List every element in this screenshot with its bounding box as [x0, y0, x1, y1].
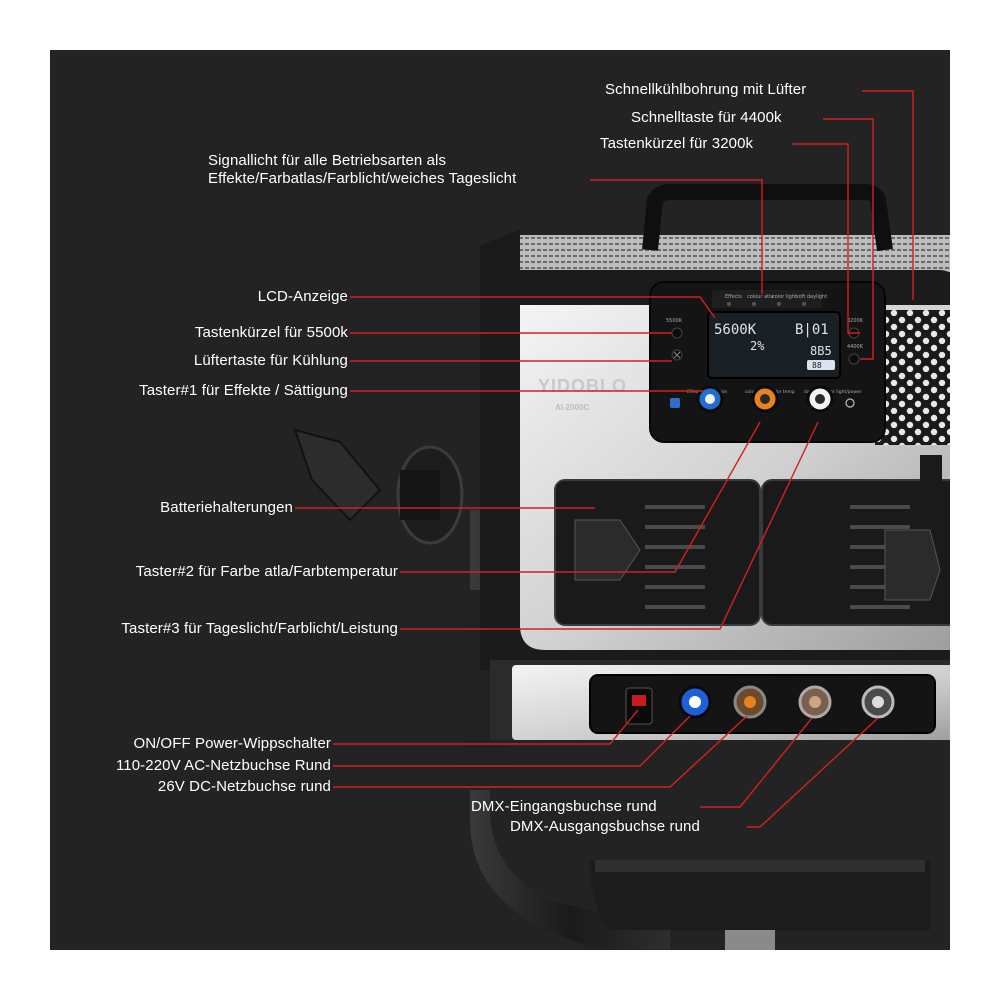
key-5500-label: 5500K	[666, 318, 683, 324]
lcd-display	[707, 311, 841, 379]
callout-ac-socket	[333, 715, 691, 767]
label-key-3200: Tastenkürzel für 3200k	[600, 135, 754, 152]
label-knob3: Taster#3 für Tageslicht/Farblicht/Leistu…	[121, 620, 398, 637]
label-signal-light-line1: Signallicht für alle Betriebsarten als	[208, 152, 447, 169]
label-signal-light-line2: Effekte/Farbatlas/Farblicht/weiches Tage…	[208, 170, 517, 187]
key-5500-button[interactable]	[671, 327, 683, 339]
key-3200-label: 3200K	[847, 318, 864, 324]
lcd-code-value: 8B5	[810, 344, 832, 358]
callout-dmx-in	[700, 717, 813, 808]
indicator-led-effects	[727, 302, 731, 306]
tilt-handle-lever	[293, 428, 382, 522]
label-fan-vent: Schnellkühlbohrung mit Lüfter	[605, 81, 807, 98]
yoke-bottom-handle	[590, 860, 930, 930]
label-key-5500: Tastenkürzel für 5500k	[194, 324, 348, 341]
callout-key-4400	[823, 118, 874, 360]
key-4400-button[interactable]	[848, 353, 860, 365]
label-ac-socket: 110-220V AC-Netzbuchse Rund	[115, 757, 331, 774]
label-knob2: Taster#2 für Farbe atla/Farbtemperatur	[135, 563, 398, 580]
light-fixture-illustration: Effects colour atla color light soft day…	[293, 90, 950, 950]
callout-lcd	[350, 296, 716, 319]
callout-dmx-out	[747, 717, 879, 828]
callout-knob2	[400, 421, 761, 573]
key-4400-label: 4400K	[847, 344, 864, 350]
indicator-led-soft-daylight	[802, 302, 806, 306]
callout-key-3200	[792, 143, 860, 334]
callout-knob3	[400, 421, 819, 630]
lcd-cct-value: 5600K	[714, 322, 757, 338]
indicator-label-color-light: color light	[772, 294, 797, 300]
indicator-label-soft-daylight: soft daylight	[796, 294, 827, 300]
v-mount-left	[574, 519, 641, 581]
label-dc-socket: 26V DC-Netzbuchse rund	[157, 778, 331, 795]
product-annotation-image: Effects colour atla color light soft day…	[50, 50, 950, 950]
label-dmx-in: DMX-Eingangsbuchse rund	[471, 798, 657, 815]
brand-logo: YIDOBLO	[538, 376, 627, 396]
brand-model: AI-2000C	[555, 403, 589, 412]
knob3-label: daylight/color light/power	[804, 389, 862, 395]
label-dmx-out: DMX-Ausgangsbuchse rund	[510, 818, 700, 835]
label-lcd: LCD-Anzeige	[257, 288, 348, 305]
callout-dc-socket	[333, 715, 748, 788]
indicator-label-effects: Effects	[725, 294, 742, 300]
power-icon	[845, 398, 855, 408]
lcd-battery-value: 88	[812, 361, 822, 370]
effects-icon	[670, 398, 680, 408]
label-key-4400: Schnelltaste für 4400k	[631, 109, 782, 126]
v-mount-right	[884, 529, 941, 601]
power-rocker-icon	[632, 695, 646, 706]
callout-fan-vent	[862, 90, 914, 300]
label-knob1: Taster#1 für Effekte / Sättigung	[139, 382, 348, 399]
callout-signal-light	[590, 179, 763, 294]
indicator-label-colour-atla: colour atla	[747, 294, 774, 300]
fan-vent-honeycomb	[875, 310, 950, 445]
fan-icon	[673, 351, 681, 359]
label-battery: Batteriehalterungen	[160, 499, 293, 516]
lcd-intensity-value: 2%	[750, 339, 765, 353]
battery-plate-left	[554, 479, 761, 626]
indicator-led-colour-atla	[752, 302, 756, 306]
lcd-battery-icon	[807, 360, 835, 370]
indicator-led-color-light	[777, 302, 781, 306]
label-fan-key: Lüftertaste für Kühlung	[193, 352, 348, 369]
callout-lines	[295, 90, 914, 828]
label-power-switch: ON/OFF Power-Wippschalter	[133, 735, 331, 752]
lcd-mode-value: B|01	[795, 322, 829, 338]
carry-handle	[642, 184, 893, 252]
callout-power-switch	[333, 709, 639, 745]
